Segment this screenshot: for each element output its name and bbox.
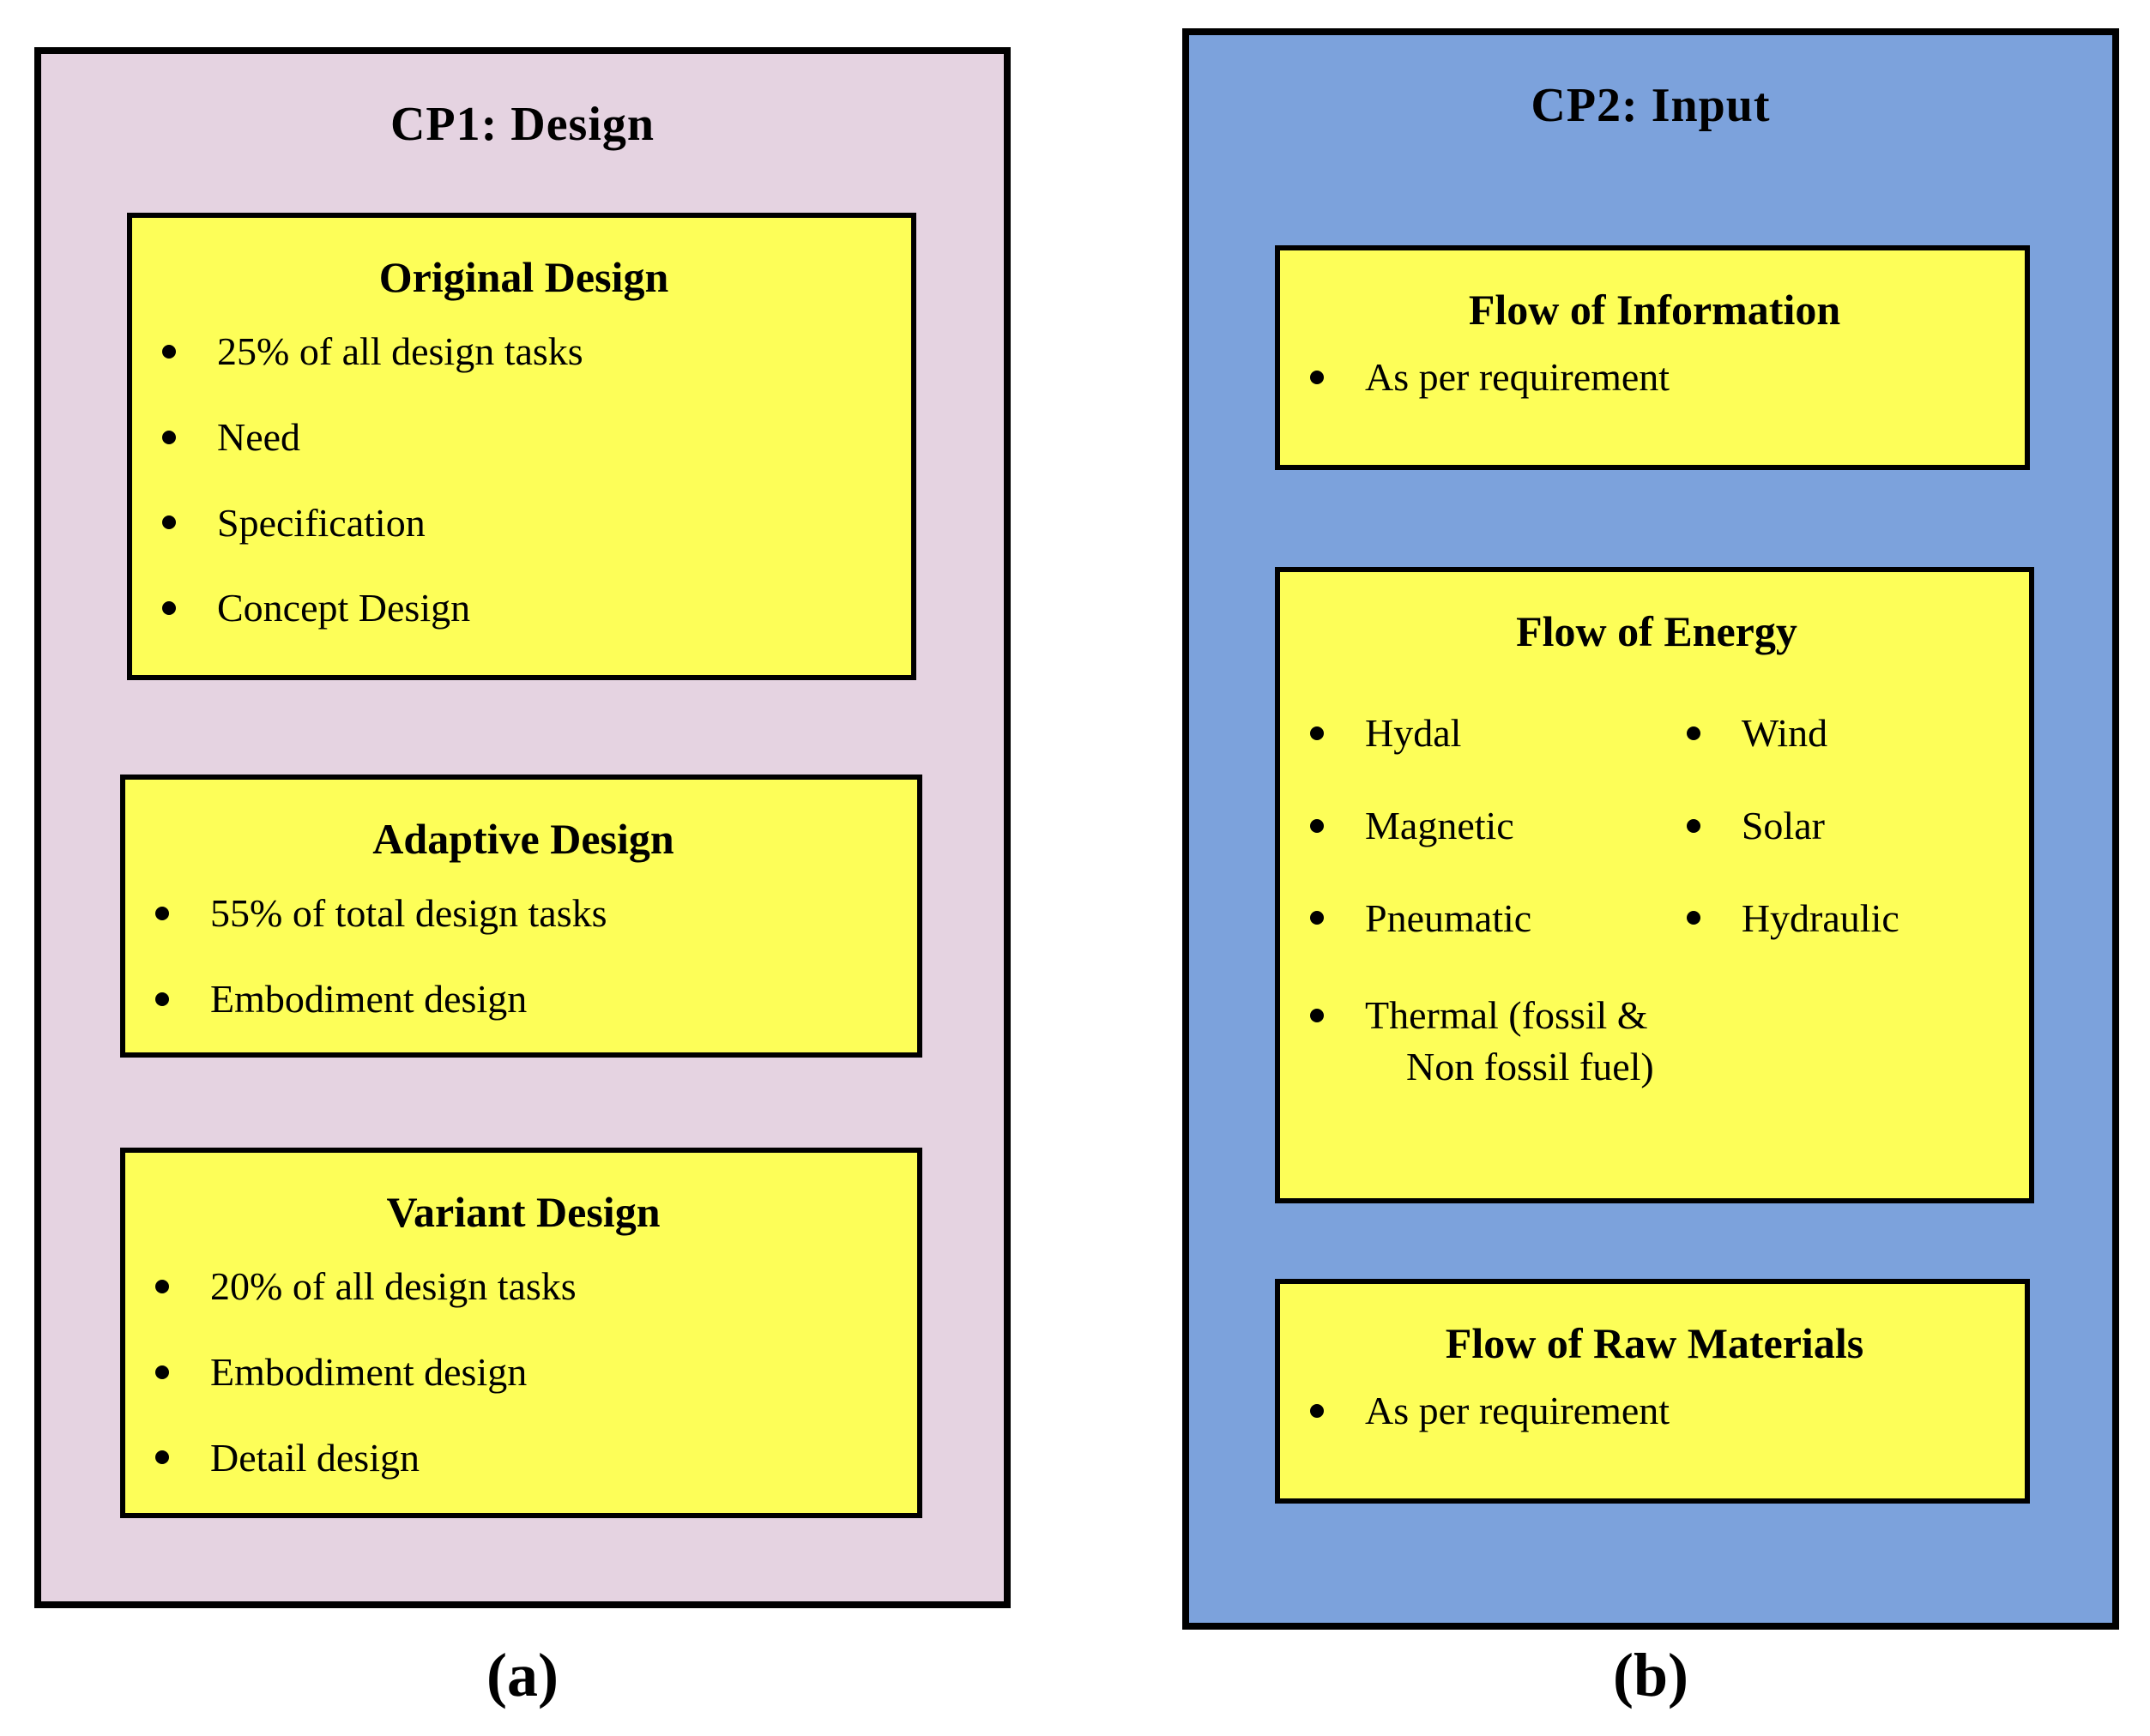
adaptive-design-box: Adaptive Design 55% of total design task… xyxy=(120,775,922,1058)
list-item: Concept Design xyxy=(154,582,894,634)
panel-a-title: CP1: Design xyxy=(390,98,655,151)
panel-cp1-design: CP1: Design Original Design 25% of all d… xyxy=(34,47,1011,1608)
thermal-line1: Thermal (fossil & xyxy=(1365,993,1648,1038)
bullet-icon xyxy=(1686,726,1700,740)
bullet-icon xyxy=(155,906,169,920)
bullet-icon xyxy=(162,601,176,616)
bullet-text: 25% of all design tasks xyxy=(217,329,583,373)
bullet-icon xyxy=(1310,911,1324,925)
list-item: Embodiment design xyxy=(147,973,900,1025)
bullet-icon xyxy=(155,992,169,1006)
original-design-heading: Original Design xyxy=(378,253,669,301)
list-item: As per requirement xyxy=(1301,1385,2008,1437)
bullet-text: Embodiment design xyxy=(210,1349,528,1394)
original-design-box: Original Design 25% of all design tasks … xyxy=(127,213,916,680)
list-item: Detail design xyxy=(147,1432,900,1484)
bullet-text: Concept Design xyxy=(217,586,471,630)
list-item: Solar xyxy=(1678,800,2012,852)
bullet-icon xyxy=(162,430,176,444)
list-item: As per requirement xyxy=(1301,352,2008,403)
caption-b: (b) xyxy=(1613,1641,1688,1709)
bullet-text: 20% of all design tasks xyxy=(210,1264,577,1308)
bullet-icon xyxy=(162,515,176,530)
list-item: Hydraulic xyxy=(1678,893,2012,944)
bullet-text: Wind xyxy=(1741,711,1828,755)
flow-of-energy-box: Flow of Energy Hydal Wind Magnetic Solar xyxy=(1275,567,2034,1203)
list-item: 25% of all design tasks xyxy=(154,326,894,377)
thermal-list-item: Thermal (fossil & Non fossil fuel) xyxy=(1301,990,2012,1093)
bullet-text: Pneumatic xyxy=(1365,895,1532,940)
panel-cp2-input: CP2: Input Flow of Information As per re… xyxy=(1182,28,2119,1630)
bullet-text: Need xyxy=(217,414,301,459)
bullet-icon xyxy=(1310,726,1324,740)
list-item: 55% of total design tasks xyxy=(147,888,900,939)
bullet-icon xyxy=(1310,1009,1324,1023)
variant-design-heading: Variant Design xyxy=(386,1188,661,1236)
list-item: Hydal xyxy=(1301,708,1678,759)
bullet-icon xyxy=(155,1450,169,1465)
list-item: Specification xyxy=(154,497,894,549)
bullet-text: Detail design xyxy=(210,1435,420,1480)
bullet-icon xyxy=(1686,911,1700,925)
flow-of-energy-heading: Flow of Energy xyxy=(1516,607,1797,655)
original-design-list: 25% of all design tasks Need Specificati… xyxy=(154,326,894,634)
bullet-text: Magnetic xyxy=(1365,803,1514,847)
adaptive-design-list: 55% of total design tasks Embodiment des… xyxy=(147,888,900,1025)
bullet-text: Solar xyxy=(1741,803,1825,847)
panel-b-title: CP2: Input xyxy=(1531,79,1771,132)
flow-of-raw-materials-heading: Flow of Raw Materials xyxy=(1445,1319,1864,1367)
list-item: Need xyxy=(154,412,894,463)
bullet-text: Embodiment design xyxy=(210,976,528,1021)
bullet-icon xyxy=(1310,1403,1324,1418)
bullet-icon xyxy=(162,344,176,359)
flow-of-information-box: Flow of Information As per requirement xyxy=(1275,245,2030,470)
bullet-text: As per requirement xyxy=(1365,1389,1670,1432)
list-item: Embodiment design xyxy=(147,1347,900,1398)
flow-of-raw-materials-list: As per requirement xyxy=(1301,1385,2008,1437)
flow-of-information-list: As per requirement xyxy=(1301,352,2008,403)
bullet-icon xyxy=(155,1279,169,1293)
variant-design-box: Variant Design 20% of all design tasks E… xyxy=(120,1148,922,1518)
flow-of-energy-list: Hydal Wind Magnetic Solar Pneumatic xyxy=(1301,708,2012,985)
bullet-text: Specification xyxy=(217,500,426,545)
flow-of-raw-materials-box: Flow of Raw Materials As per requirement xyxy=(1275,1279,2030,1504)
bullet-text: As per requirement xyxy=(1365,355,1670,399)
bullet-text: Hydraulic xyxy=(1741,895,1899,940)
caption-a: (a) xyxy=(486,1641,559,1709)
list-item: 20% of all design tasks xyxy=(147,1261,900,1312)
bullet-icon xyxy=(1310,370,1324,384)
bullet-text: Hydal xyxy=(1365,711,1462,755)
list-item: Magnetic xyxy=(1301,800,1678,852)
adaptive-design-heading: Adaptive Design xyxy=(372,815,674,863)
variant-design-list: 20% of all design tasks Embodiment desig… xyxy=(147,1261,900,1483)
list-item: Pneumatic xyxy=(1301,893,1678,944)
list-item: Wind xyxy=(1678,708,2012,759)
bullet-text: 55% of total design tasks xyxy=(210,891,607,935)
bullet-icon xyxy=(1686,818,1700,833)
flow-of-information-heading: Flow of Information xyxy=(1468,286,1841,334)
bullet-icon xyxy=(155,1365,169,1379)
bullet-icon xyxy=(1310,818,1324,833)
thermal-text: Thermal (fossil & Non fossil fuel) xyxy=(1365,990,1654,1093)
thermal-line2: Non fossil fuel) xyxy=(1406,1045,1654,1089)
